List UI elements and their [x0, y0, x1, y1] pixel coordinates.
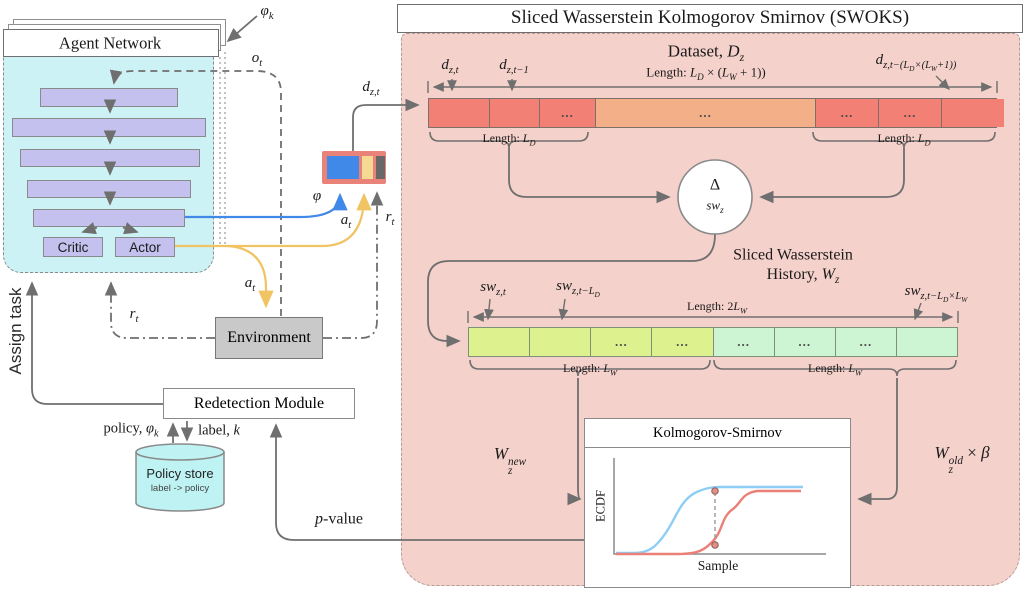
delta-symbol: Δ	[709, 176, 721, 194]
bar-cell	[941, 99, 1004, 127]
policy-store-title: Policy store	[146, 466, 214, 482]
o-t-label: ot	[251, 49, 263, 69]
bar-cell: ...	[878, 99, 941, 127]
dataset-tag-oldest: dz,t−(LD×(LW+1))	[875, 52, 957, 74]
bar-cell	[529, 328, 591, 356]
feature-action-cell	[362, 156, 373, 179]
feature-phi-cell	[327, 156, 359, 179]
a-t-upper-label: at	[340, 211, 352, 231]
ecdf-xlabel: Sample	[697, 557, 739, 573]
actor-box: Actor	[115, 237, 175, 257]
feature-reward-cell	[376, 156, 385, 179]
bar-cell	[469, 328, 530, 356]
ecdf-ylabel: ECDF	[593, 490, 608, 522]
bar-cell: ...	[590, 328, 652, 356]
transition-tuple-box	[322, 151, 386, 184]
bar-cell	[489, 99, 539, 127]
history-name-1: Sliced Wasserstein	[733, 246, 853, 264]
bar-cell: ...	[834, 328, 896, 356]
history-length-label: Length: 2LW	[687, 298, 747, 316]
nn-layer-3	[20, 149, 200, 167]
dataset-tag-prev: dz,t−1	[499, 56, 529, 76]
bar-cell: ...	[773, 328, 835, 356]
dataset-brace-right-label: Length: LD	[877, 130, 931, 148]
bar-cell	[895, 328, 957, 356]
label-k-label: label, k	[198, 422, 240, 439]
history-tag-newest: swz,t	[480, 278, 506, 298]
history-tag-prev: swz,t−LD	[556, 278, 600, 300]
nn-layer-4	[27, 180, 191, 198]
agent-network-title-box	[3, 29, 219, 57]
dataset-length: Length: LD × (LW + 1))	[646, 64, 766, 83]
phi-label: φ	[312, 188, 322, 205]
bar-cell: ...	[539, 99, 595, 127]
dataset-brace-left-label: Length: LD	[482, 130, 536, 148]
critic-box: Critic	[43, 237, 103, 257]
d-zt-label: dz,t	[362, 78, 380, 98]
a-t-lower-label: at	[244, 274, 256, 294]
r-t-left-label: rt	[129, 305, 139, 325]
policy-store-subtitle: label -> policy	[150, 483, 210, 495]
dataset-tag-newest: dz,t	[441, 56, 459, 76]
dataset-name: Dataset, Dz	[667, 41, 745, 64]
environment-box: Environment	[215, 317, 323, 359]
history-brace-right-label: Length: LW	[808, 360, 862, 378]
bar-cell: ...	[651, 328, 713, 356]
phi-k-label: φk	[260, 2, 274, 22]
history-bar: ...............	[468, 327, 958, 357]
p-value-label: p-value	[315, 510, 363, 528]
swoks-title-box	[397, 4, 1023, 33]
bar-cell: ...	[712, 328, 774, 356]
history-name-2: History, Wz	[766, 266, 840, 287]
nn-layer-5	[33, 209, 185, 227]
phi-k-arrow	[226, 15, 258, 43]
bar-cell: ...	[815, 99, 878, 127]
dataset-bar: ............	[428, 98, 1004, 128]
policy-phi-label: policy, φk	[103, 420, 159, 440]
assign-task-label: Assign task	[6, 287, 26, 375]
network-stack-edges	[219, 52, 226, 246]
delta-sw-label: swz	[706, 197, 724, 216]
nn-layer-1	[40, 88, 178, 107]
bar-cell	[429, 99, 489, 127]
history-brace-left-label: Length: LW	[563, 360, 617, 378]
history-tag-oldest: swz,t−LD×LW	[904, 283, 968, 305]
ks-title: Kolmogorov-Smirnov	[585, 419, 850, 448]
agent-network-title: Agent Network	[58, 33, 162, 53]
assign-task-arrow	[25, 281, 163, 405]
r-t-right-label: rt	[385, 208, 395, 228]
swoks-title: Sliced Wasserstein Kolmogorov Smirnov (S…	[510, 7, 910, 29]
bar-cell: ...	[595, 99, 815, 127]
nn-layer-2	[12, 118, 206, 137]
redetection-module-box: Redetection Module	[163, 388, 355, 419]
